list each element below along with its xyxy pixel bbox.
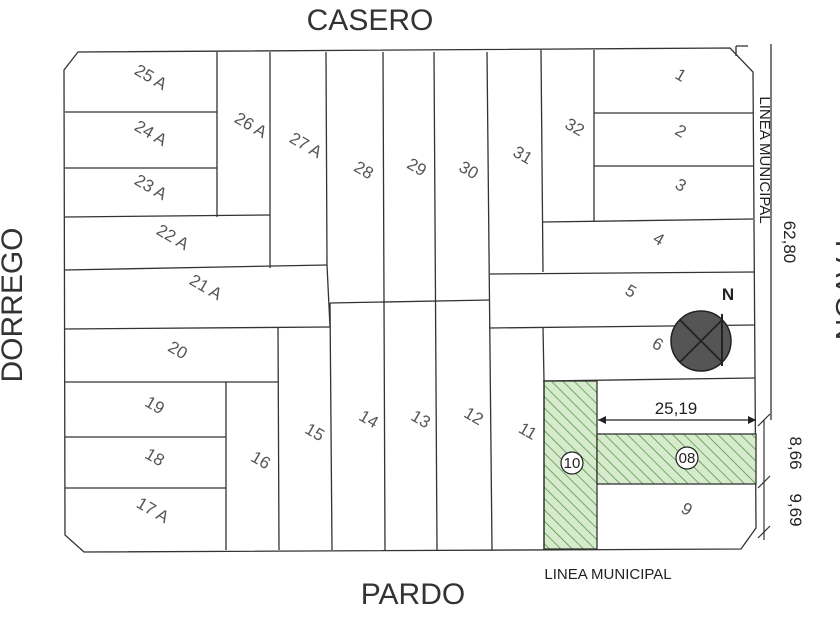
lot-number-10: 10	[564, 455, 581, 472]
lot-number: 21 A	[186, 270, 226, 304]
street-name-left: DORREGO	[0, 227, 29, 382]
street-name-right: PAVON	[829, 240, 840, 341]
dimension-tick	[757, 475, 771, 489]
lot-lines-left	[64, 51, 331, 551]
lot-number-08: 08	[679, 450, 696, 467]
lot-number: 4	[650, 229, 668, 250]
lot-number: 23 A	[131, 170, 171, 204]
dimension-arrow	[598, 416, 606, 424]
lot-number: 20	[165, 337, 191, 363]
lot-number: 5	[622, 281, 640, 302]
north-compass-icon	[670, 310, 732, 372]
lot-lines-middle	[329, 51, 493, 551]
lot-number: 15	[302, 419, 328, 445]
lot-number: 32	[562, 114, 588, 140]
dimension-arrow	[748, 416, 756, 424]
lot-number: 3	[672, 175, 690, 196]
lot-number: 22 A	[153, 220, 193, 254]
lot-number: 18	[142, 444, 168, 470]
lot-number: 24 A	[131, 116, 171, 150]
municipal-line-label-right: LINEA MUNICIPAL	[756, 96, 773, 223]
lot-number: 2	[672, 121, 690, 142]
lot-number: 12	[461, 403, 487, 429]
lot-number: 11	[515, 419, 540, 444]
lot-number: 27 A	[286, 128, 326, 162]
side-dimension-a: 8,66	[786, 436, 805, 469]
municipal-line-label-bottom: LINEA MUNICIPAL	[544, 566, 671, 583]
block-side-dimension: 62,80	[780, 221, 799, 264]
lot-number: 19	[142, 392, 168, 418]
north-label: N	[722, 285, 734, 304]
lot-number: 31	[510, 142, 536, 168]
lot-number: 17 A	[133, 493, 173, 527]
lot-number: 25 A	[131, 60, 171, 94]
lot-08-circle	[675, 446, 699, 470]
lot-number: 14	[356, 406, 382, 432]
lot8-width-dimension: 25,19	[655, 399, 698, 418]
lot-number: 1	[672, 65, 690, 86]
lot-10-circle	[560, 451, 584, 475]
street-name-bottom: PARDO	[361, 578, 465, 611]
street-name-top: CASERO	[307, 4, 434, 37]
block-outline	[63, 47, 757, 553]
lot-number: 28	[351, 157, 377, 183]
lot-number: 29	[404, 154, 430, 180]
lot-number: 6	[649, 334, 667, 355]
dimension-tick	[757, 525, 771, 539]
lot-number: 9	[678, 499, 696, 520]
lot-number: 30	[456, 157, 482, 183]
dimension-tick	[757, 413, 771, 427]
lot-number: 13	[408, 406, 434, 432]
lot-number: 26 A	[231, 108, 271, 142]
lot-number: 16	[248, 447, 274, 473]
side-dimension-b: 9,69	[786, 493, 805, 526]
